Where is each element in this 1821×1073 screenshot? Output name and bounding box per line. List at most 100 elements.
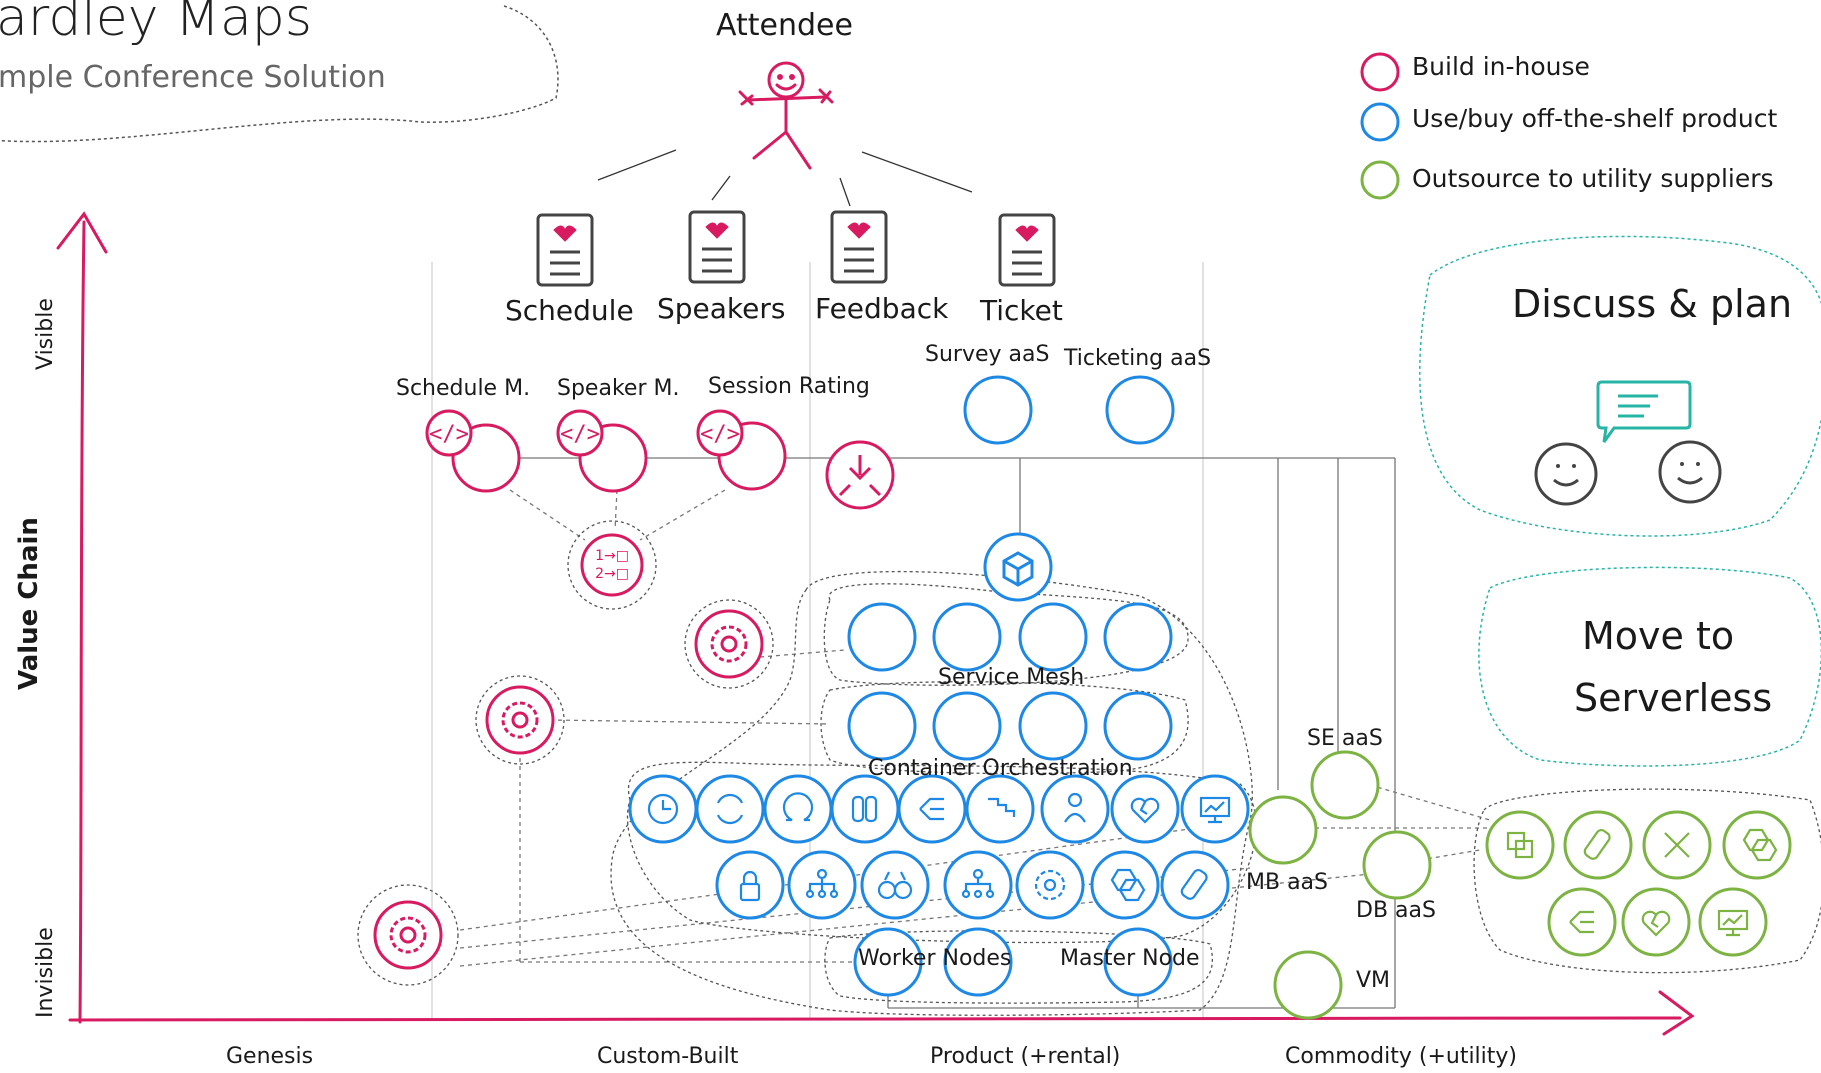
worker-node-b [943, 927, 1013, 997]
attendee-icon [738, 61, 834, 170]
svg-text:1→□: 1→□ [595, 548, 629, 564]
code-icon [556, 409, 604, 457]
binoculars-node [860, 850, 930, 920]
orchestration-node [847, 691, 917, 761]
broken-heart-icon [1641, 910, 1671, 937]
group-outlines [610, 570, 1821, 1016]
user-need-schedule: Schedule [505, 294, 634, 327]
discuss-cloud-outline [1419, 235, 1821, 537]
y-axis-visible-label: Visible [33, 298, 58, 370]
gear-node [485, 685, 555, 755]
right-clouds [1419, 235, 1821, 767]
discuss-plan-label: Discuss & plan [1512, 282, 1793, 326]
survey-aas-node [963, 375, 1033, 445]
axes [56, 211, 1695, 1036]
worker-node-a [853, 927, 923, 997]
label-db-aas: DB aaS [1356, 898, 1436, 923]
orchestration-node [932, 691, 1002, 761]
gear-icon [710, 625, 748, 663]
legend-inhouse-label: Build in-house [1412, 52, 1590, 81]
gear-node [373, 900, 443, 970]
inhouse-halos [357, 520, 774, 986]
serverless-label: Serverless [1574, 676, 1773, 720]
user-icon [1067, 792, 1083, 808]
x-stage-custom-built: Custom-Built [597, 1044, 739, 1069]
tools-icon [1664, 832, 1690, 858]
y-axis-invisible-label: Invisible [33, 927, 58, 1018]
user-node [1040, 774, 1110, 844]
y-axis-title: Value Chain [14, 517, 44, 690]
schedule-doc-icon [536, 213, 594, 287]
label-vm: VM [1356, 968, 1391, 993]
feedback-doc-icon [830, 210, 888, 284]
label-mb-aas: MB aaS [1246, 870, 1328, 895]
legend-utility-marker [1360, 160, 1400, 200]
label-survey-aas: Survey aaS [925, 342, 1050, 367]
inhouse-components: </> </> </> 1→□ 2→□ [373, 409, 895, 970]
gear-icon [389, 916, 427, 954]
svg-text:</>: </> [560, 422, 600, 447]
gear-icon [1034, 869, 1066, 901]
omega-icon [782, 792, 814, 822]
mesh-node [932, 602, 1002, 672]
user-need-feedback: Feedback [815, 292, 949, 325]
smiley-icon [1534, 442, 1598, 506]
sequence-node [580, 533, 644, 597]
master-node [1103, 927, 1173, 997]
label-se-aas: SE aaS [1307, 726, 1383, 751]
label-speaker-m: Speaker M. [557, 376, 680, 401]
cylinders-icon [851, 795, 865, 823]
mesh-node [847, 602, 917, 672]
title-cloud-outline [0, 5, 559, 143]
legend-utility-label: Outsource to utility suppliers [1412, 164, 1774, 193]
bandage-icon [1180, 868, 1208, 900]
broken-heart-node [1110, 774, 1180, 844]
speakers-doc-icon [688, 210, 746, 284]
page-subtitle: mple Conference Solution [0, 60, 386, 95]
cube-icon [1002, 551, 1034, 587]
lock-icon [739, 882, 761, 902]
legend-product-label: Use/buy off-the-shelf product [1412, 104, 1778, 133]
ticketing-aas-node [1105, 375, 1175, 445]
need-links [597, 149, 973, 207]
svg-text:</>: </> [429, 422, 469, 447]
orchestration-node [1018, 691, 1088, 761]
page-title: ardley Maps [0, 0, 312, 48]
label-master-node: Master Node [1060, 946, 1200, 971]
bandage-icon [1583, 828, 1611, 860]
svg-text:2→□: 2→□ [595, 566, 629, 582]
label-worker-nodes: Worker Nodes [858, 946, 1012, 971]
mesh-node [1018, 602, 1088, 672]
omega-node [763, 774, 833, 844]
clock-icon [647, 793, 679, 825]
hexagons-icon [1110, 868, 1146, 902]
utility-service-node [1485, 810, 1555, 880]
utility-service-node [1563, 810, 1633, 880]
label-ticketing-aas: Ticketing aaS [1064, 346, 1212, 371]
arrows-in-icon [838, 455, 882, 497]
product-icons [647, 792, 1231, 902]
refresh-icon [716, 793, 744, 825]
y-axis-arrow [56, 211, 108, 254]
discussion-illustration [1534, 380, 1722, 506]
nodes-icon [919, 797, 944, 821]
x-axis [68, 1016, 1682, 1023]
orchestration-node [1103, 691, 1173, 761]
y-axis [78, 220, 86, 1024]
label-service-mesh: Service Mesh [938, 665, 1085, 690]
user-need-speakers: Speakers [657, 292, 786, 325]
label-container-orchestration: Container Orchestration [868, 756, 1133, 781]
legend-product-marker [1360, 102, 1400, 142]
utility-components [1248, 750, 1792, 1020]
need-docs [536, 210, 1056, 287]
gear-icon [501, 701, 539, 739]
legend-markers [1360, 52, 1400, 200]
hexagons-node [1090, 850, 1160, 920]
x-stage-commodity: Commodity (+utility) [1285, 1044, 1518, 1069]
legend-inhouse-marker [1360, 52, 1400, 92]
refresh-node [695, 774, 765, 844]
ticket-doc-icon [998, 213, 1056, 287]
mesh-node [1103, 602, 1173, 672]
broken-heart-icon [1130, 797, 1160, 824]
